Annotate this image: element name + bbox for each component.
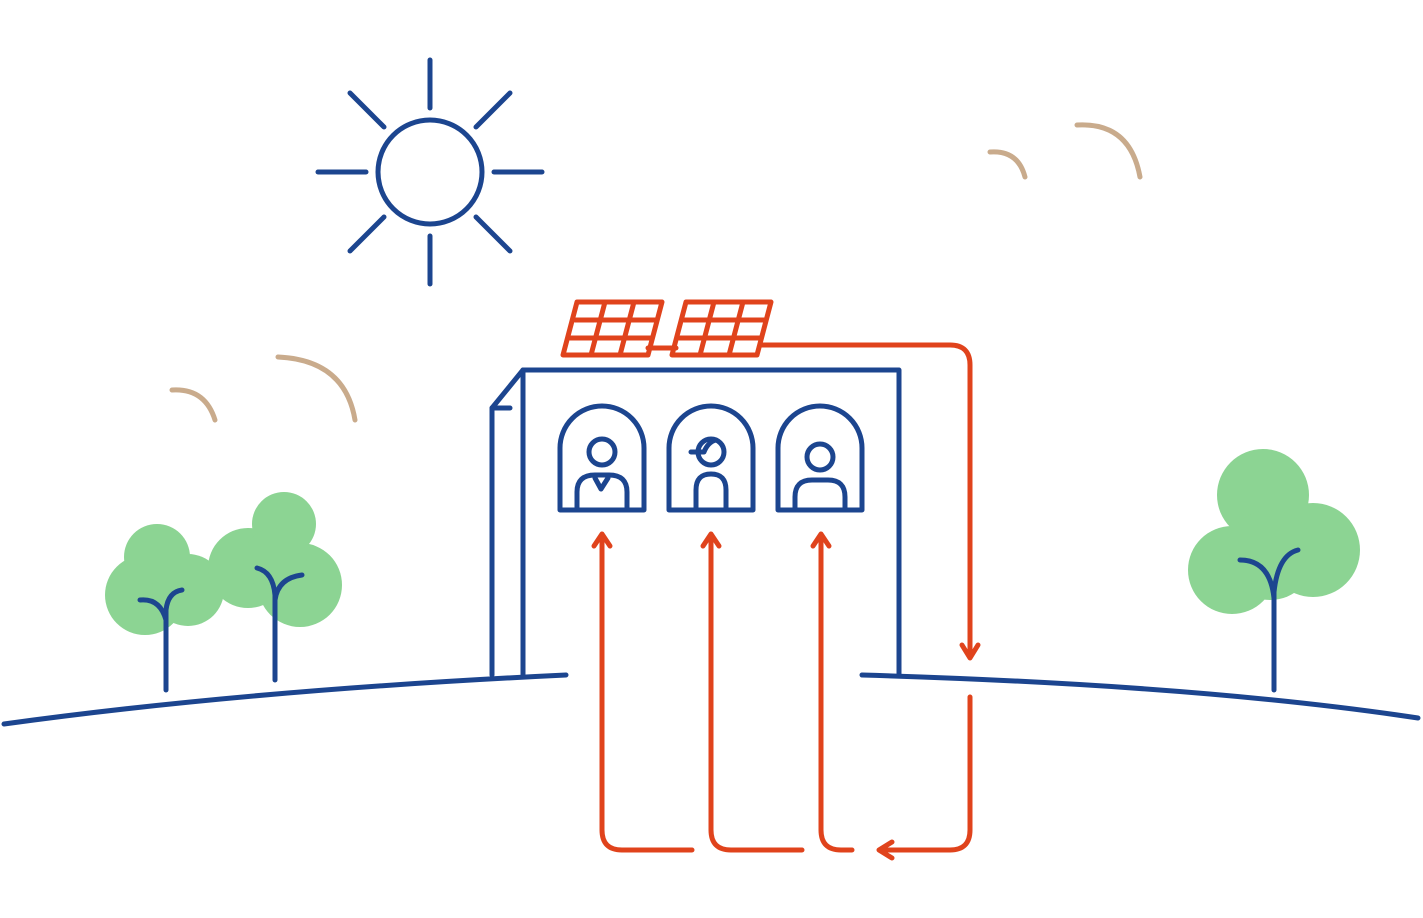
bird-icon [169,122,1143,423]
window-resident-3 [775,403,865,513]
ground-line [1,672,1421,727]
solar-panel-icon [560,299,665,358]
building-icon [489,367,902,678]
window-resident-1 [557,403,647,513]
person-icon [792,441,848,511]
solar-panel-icon [669,299,774,358]
arrow-icon [959,642,981,661]
arrow-icon [876,839,895,861]
person-icon [574,436,630,511]
arrow-icon [700,531,722,549]
tree-icon [105,524,224,693]
arrow-icon [591,531,613,549]
window-resident-2 [666,403,756,513]
energy-flow-line [757,342,981,861]
person-icon [688,436,729,511]
tree-icon [208,492,342,683]
sun-icon [315,57,545,287]
energy-supply-lines [591,531,855,853]
tree-icon [1188,449,1360,693]
arrow-icon [810,531,832,549]
